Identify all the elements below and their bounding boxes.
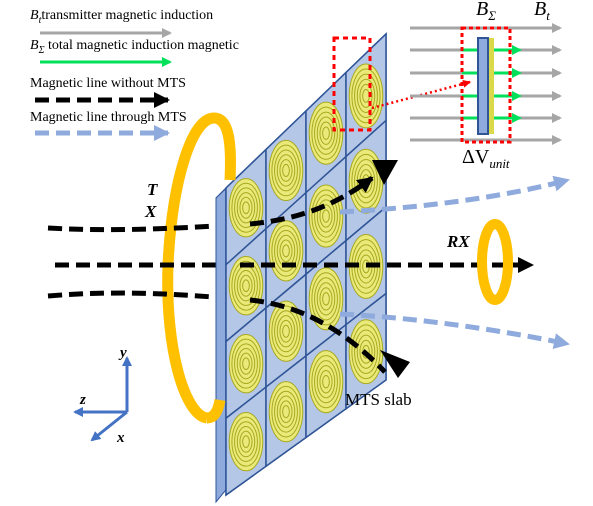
- legend-bsigma-symbol: B: [30, 38, 39, 53]
- inset-unit-cell-field: [410, 23, 562, 145]
- unit-cell-spiral: [348, 63, 384, 129]
- legend-bsigma-subscript: Σ: [38, 44, 45, 56]
- unit-cell-spiral: [228, 411, 264, 472]
- coordinate-axes: [73, 356, 132, 442]
- rx-label: RX: [447, 232, 470, 251]
- tx-label-t: T: [147, 180, 158, 199]
- unit-cell-spiral: [268, 220, 304, 282]
- unit-cell-spiral: [268, 381, 304, 443]
- legend-bsigma-text: total magnetic induction magnetic: [44, 38, 239, 53]
- inset-bt-main: B: [534, 0, 547, 20]
- unit-cell-spiral: [228, 178, 264, 238]
- field-line-lower-right: [249, 297, 387, 374]
- field-line-upper-right: [249, 176, 374, 227]
- unit-cell-spiral: [308, 184, 344, 248]
- legend-bt-subscript: t: [38, 14, 42, 26]
- unit-cell-spiral: [308, 350, 344, 414]
- mts-slab: [215, 32, 387, 504]
- tx-coil-back: [162, 112, 216, 424]
- axis-label-x: x: [117, 430, 125, 446]
- field-line-through-mts-lower: [339, 311, 570, 350]
- unit-cell-spiral: [348, 148, 384, 214]
- legend-bt-symbol: B: [30, 8, 39, 23]
- inset-label-bt: Bt: [534, 0, 550, 24]
- unit-cell-spiral: [268, 139, 304, 202]
- rx-coil: [477, 219, 513, 305]
- field-line-through-mts-upper: [339, 175, 570, 215]
- inset-bt-sub: t: [546, 8, 550, 23]
- field-line-lower-right-arrowhead: [380, 350, 410, 378]
- inset-bsigma-sub: Σ: [488, 8, 496, 23]
- axis-label-z: z: [80, 392, 86, 408]
- tx-coil-front: [213, 112, 236, 181]
- legend-label-without-mts: Magnetic line without MTS: [30, 76, 186, 91]
- unit-cell-spiral: [308, 267, 344, 331]
- legend-bt-text: transmitter magnetic induction: [41, 8, 214, 23]
- inset-bsigma-main: B: [476, 0, 489, 20]
- tx-label-x: X: [145, 202, 157, 221]
- unit-cell-spiral: [228, 334, 264, 394]
- mts-slab-label: MTS slab: [345, 390, 412, 409]
- legend-label-bsigma: BΣ total magnetic induction magnetic: [30, 38, 239, 56]
- legend-label-through-mts: Magnetic line through MTS: [30, 110, 187, 125]
- unit-cell-spiral: [308, 101, 344, 165]
- inset-label-delta-v: ΔVunit: [462, 146, 510, 172]
- unit-cell-spiral: [268, 300, 304, 362]
- inset-delta-v-sub: unit: [489, 156, 510, 171]
- legend-label-bt: Bttransmitter magnetic induction: [30, 8, 213, 26]
- field-line-upper-right-arrowhead: [372, 160, 398, 185]
- axis-label-y: y: [120, 345, 127, 361]
- tx-coil-front-lower: [206, 398, 226, 424]
- inset-label-bsigma: BΣ: [476, 0, 496, 24]
- unit-cell-highlight: [332, 36, 372, 132]
- inset-delta-v-main: ΔV: [462, 146, 490, 168]
